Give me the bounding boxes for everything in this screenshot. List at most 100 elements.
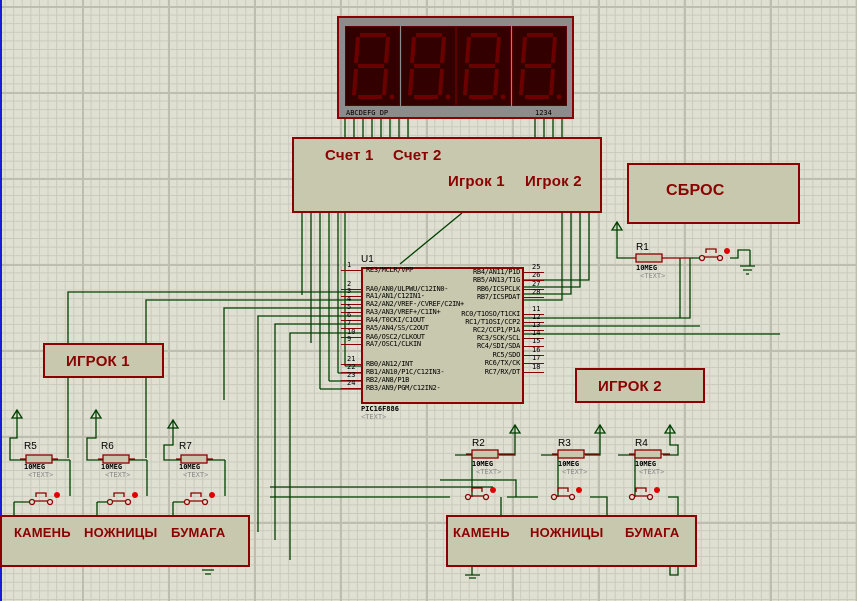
wire: [9, 410, 181, 461]
mcu-pin-number: 11: [532, 305, 541, 313]
mcu-pin-number: 2: [347, 280, 352, 288]
mcu-part: PIC16F886: [361, 405, 399, 413]
mcu-pin-number: 4: [347, 295, 352, 303]
power-terminal-icon: [166, 418, 180, 429]
mcu-pin-name: RC6/TX/CK: [484, 359, 521, 367]
mcu-pin-lead[interactable]: [341, 372, 361, 373]
segment: [352, 68, 358, 96]
player-1-box[interactable]: ИГРОК 1: [43, 343, 164, 378]
display-digit-3: [456, 26, 511, 106]
mcu-pin-number: 18: [532, 363, 541, 371]
mcu-pin-number: 21: [347, 355, 356, 363]
player-1-choices-box[interactable]: КАМЕНЬ НОЖНИЦЫ БУМАГА: [0, 515, 250, 567]
mcu-pin-number: 3: [347, 287, 352, 295]
wire: [13, 502, 174, 515]
wire: [202, 569, 214, 575]
power-terminal-icon: [610, 220, 624, 231]
mcu-pin-name: RA2/AN2/VREF-/CVREF/C2IN+: [366, 300, 464, 308]
mcu-pin-name: RC1/T1OSI/CCP2: [465, 318, 520, 326]
segment: [493, 68, 499, 96]
mcu-pin-lead[interactable]: [341, 380, 361, 381]
mcu-pin-lead[interactable]: [341, 337, 361, 338]
mcu-pin-lead[interactable]: [524, 372, 544, 373]
mcu-pin-lead[interactable]: [341, 296, 361, 297]
pushbutton-switch[interactable]: [464, 487, 497, 501]
mcu-pin-lead[interactable]: [341, 328, 361, 329]
seven-segment-display: ABCDEFG DP 1234: [337, 16, 574, 119]
mcu-pin-number: 7: [347, 319, 352, 327]
mcu-pin-number: 24: [347, 379, 356, 387]
pushbutton-switch[interactable]: [628, 487, 661, 501]
segment: [549, 68, 555, 96]
decimal-point: [556, 94, 562, 100]
pushbutton-switch[interactable]: [550, 487, 583, 501]
mcu-pin-name: RC3/SCK/SCL: [476, 334, 520, 342]
mcu-pin-name: RA7/OSC1/CLKIN: [366, 340, 421, 348]
display-digit-2: [401, 26, 456, 106]
mcu-pin-lead[interactable]: [524, 330, 544, 331]
pushbutton-switch[interactable]: [106, 492, 139, 506]
mcu-pin-lead[interactable]: [341, 364, 361, 365]
mcu-pin-name: RA1/AN1/C12IN1-: [366, 292, 425, 300]
resistor-ref: R2: [472, 438, 485, 449]
reset-box[interactable]: СБРОС: [627, 163, 800, 224]
score-2-label: Счет 2: [393, 147, 442, 164]
mcu-pin-lead[interactable]: [524, 280, 544, 281]
wire: [270, 479, 517, 498]
wire: [669, 567, 679, 576]
mcu-pin-lead[interactable]: [524, 297, 544, 298]
resistor-text: <TEXT>: [639, 468, 665, 476]
segment: [410, 36, 416, 64]
mcu-pin-lead[interactable]: [341, 320, 361, 321]
mcu-pin-number: 16: [532, 346, 541, 354]
pushbutton-switch[interactable]: [183, 492, 216, 506]
player-2-box[interactable]: ИГРОК 2: [575, 368, 705, 403]
player-2-choices-box[interactable]: КАМЕНЬ НОЖНИЦЫ БУМАГА: [446, 515, 697, 567]
button-state-indicator-icon: [132, 492, 138, 498]
resistor-ref: R5: [24, 441, 37, 452]
wire: [344, 119, 409, 137]
mcu-pin-lead[interactable]: [524, 322, 544, 323]
mcu-pin-name: RB6/ICSPCLK: [476, 285, 520, 293]
mcu-pin-lead[interactable]: [341, 312, 361, 313]
mcu-pin-name: RA6/OSC2/CLKOUT: [366, 333, 425, 341]
wire: [507, 496, 679, 515]
pic-microcontroller[interactable]: [361, 267, 524, 404]
mcu-pin-name: RA0/AN0/ULPWU/C12IN0-: [366, 285, 449, 293]
pushbutton-switch[interactable]: [698, 248, 731, 262]
mcu-pin-lead[interactable]: [524, 272, 544, 273]
mcu-pin-name: RB2/AN8/P1B: [366, 376, 410, 384]
p1-scissors-label: НОЖНИЦЫ: [84, 525, 158, 540]
mcu-pin-lead[interactable]: [341, 289, 361, 290]
resistor-ref: R1: [636, 242, 649, 253]
pushbutton-switch[interactable]: [28, 492, 61, 506]
segment: [465, 36, 471, 64]
mcu-pin-lead[interactable]: [341, 344, 361, 345]
mcu-pin-name: RB5/AN13/T1G: [473, 276, 520, 284]
wire: [67, 377, 147, 458]
resistor-text: <TEXT>: [640, 272, 666, 280]
mcu-pin-lead[interactable]: [524, 355, 544, 356]
mcu-pin-number: 28: [532, 288, 541, 296]
mcu-pin-lead[interactable]: [341, 270, 361, 271]
mcu-pin-lead[interactable]: [524, 346, 544, 347]
mcu-pin-lead[interactable]: [341, 304, 361, 305]
resistor-body: [634, 449, 662, 459]
resistor-value: 10MEG: [472, 460, 494, 468]
resistor-body: [25, 454, 53, 464]
mcu-pin-lead[interactable]: [524, 363, 544, 364]
mcu-pin-lead[interactable]: [524, 289, 544, 290]
mcu-pin-name: RC4/SDI/SDA: [476, 342, 520, 350]
mcu-pin-name: RB4/AN11/P1D: [473, 268, 520, 276]
mcu-pin-lead[interactable]: [524, 314, 544, 315]
button-state-indicator-icon: [654, 487, 660, 493]
resistor-body: [102, 454, 130, 464]
segment: [521, 36, 527, 64]
score-display-box[interactable]: Счет 1 Счет 2 Игрок 1 Игрок 2: [292, 137, 602, 213]
mcu-pin-lead[interactable]: [341, 388, 361, 389]
mcu-pin-name: RA4/T0CKI/C1OUT: [366, 316, 425, 324]
p1-paper-label: БУМАГА: [171, 525, 226, 540]
mcu-pin-lead[interactable]: [524, 338, 544, 339]
player-1-score-label: Игрок 1: [448, 173, 505, 190]
